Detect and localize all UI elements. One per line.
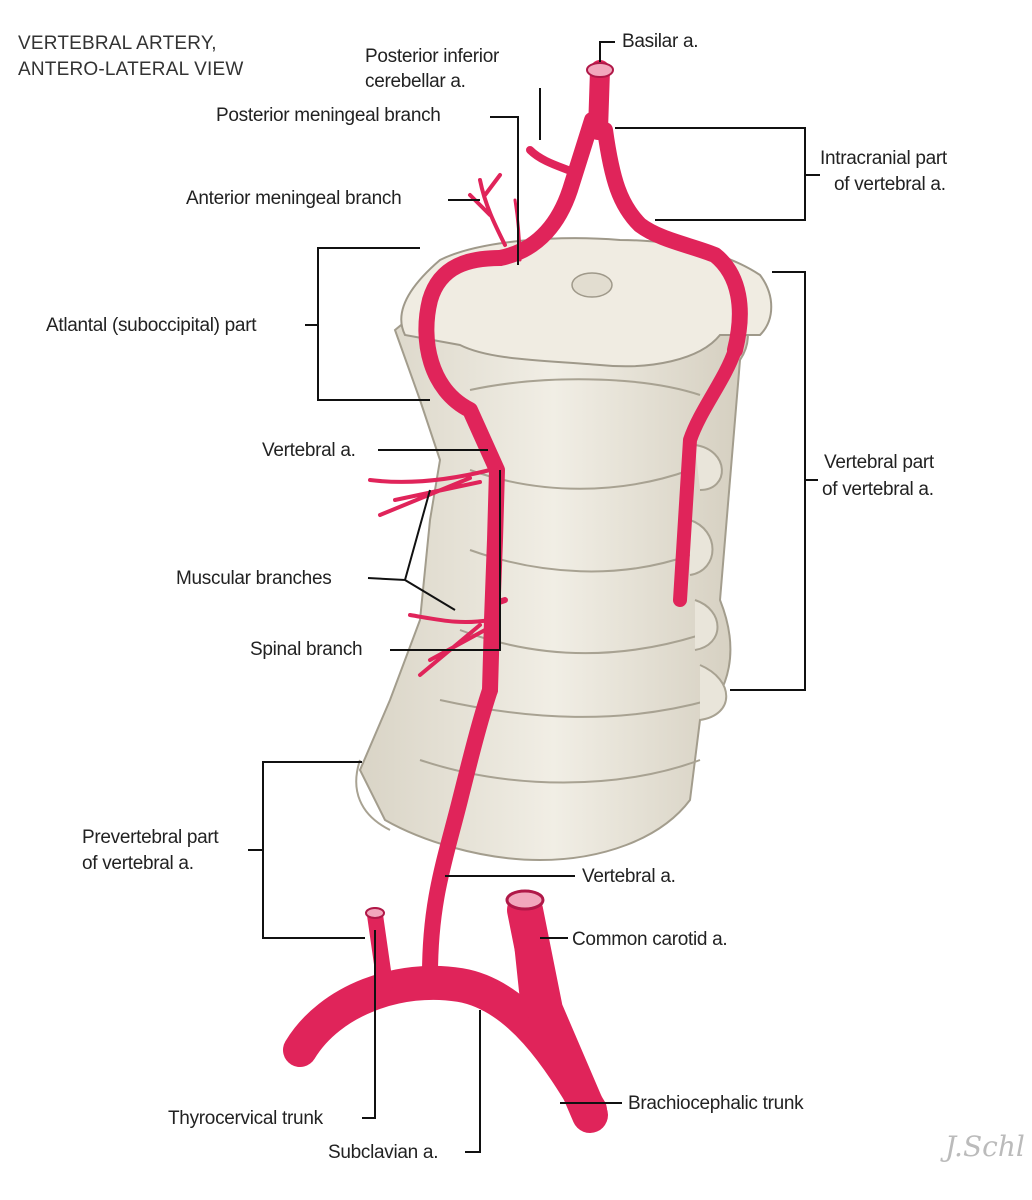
label-muscular-branches: Muscular branches	[176, 568, 332, 589]
artist-signature: J.Schl	[945, 1130, 1025, 1163]
label-atlantal-part: Atlantal (suboccipital) part	[46, 315, 257, 336]
label-vertebral-a-lower: Vertebral a.	[582, 866, 676, 887]
leader-subclavian	[465, 1010, 481, 1153]
label-intracranial-line-2: of vertebral a.	[834, 174, 946, 195]
leader-thyrocervical	[362, 930, 376, 1119]
arteries	[283, 60, 748, 1133]
leader-spinal-hook	[390, 470, 501, 651]
transverse-process-right-low	[694, 599, 719, 651]
common-carotid-vessel	[510, 890, 550, 1015]
title-line-2: ANTERO-LATERAL VIEW	[18, 59, 244, 80]
pica-vessel	[526, 146, 572, 174]
transverse-process-right-mid	[689, 519, 714, 576]
label-brachiocephalic-trunk: Brachiocephalic trunk	[628, 1093, 804, 1114]
label-vertebral-part-line-1: Vertebral part	[824, 452, 934, 473]
leader-basilar	[599, 41, 615, 62]
vertebral-artery-to-basilar	[492, 112, 600, 266]
vertebra-ridge-c2	[469, 378, 701, 396]
bracket-intracranial	[615, 127, 820, 221]
transverse-process-left	[355, 759, 391, 831]
leader-lines	[248, 41, 820, 1153]
dens-tip	[571, 272, 613, 298]
leader-posterior-meningeal	[490, 116, 519, 265]
basilar-opening	[586, 62, 614, 78]
vertebral-artery-right-descent	[673, 343, 742, 607]
label-prevertebral-line-1: Prevertebral part	[82, 827, 219, 848]
vertebral-artery-left-ascent	[418, 250, 508, 698]
label-spinal-branch: Spinal branch	[250, 639, 363, 660]
basilar-artery	[588, 60, 610, 140]
spine-column	[358, 283, 749, 862]
thyrocervical-opening	[365, 907, 385, 919]
cervical-spine	[355, 237, 773, 862]
anterior-meningeal-vessel	[468, 173, 507, 247]
label-pica-line-2: cerebellar a.	[365, 71, 466, 92]
vertebra-ridge-c7	[419, 759, 701, 784]
title-line-1: VERTEBRAL ARTERY,	[18, 33, 217, 54]
leader-muscular	[367, 489, 456, 611]
thyrocervical-vessel	[367, 907, 393, 993]
label-thyrocervical-trunk: Thyrocervical trunk	[168, 1108, 323, 1129]
label-common-carotid: Common carotid a.	[572, 929, 728, 950]
transverse-process-right-c7	[699, 664, 728, 721]
vertebral-artery-prevertebral	[422, 682, 498, 983]
vertebral-artery-right	[597, 122, 748, 358]
common-carotid-opening	[505, 889, 545, 911]
label-basilar: Basilar a.	[622, 31, 699, 52]
label-intracranial-line-1: Intracranial part	[820, 148, 947, 169]
spinal-branch-vessel	[487, 597, 508, 608]
vertebra-ridge-c6	[439, 699, 711, 718]
label-pica-line-1: Posterior inferior	[365, 46, 499, 67]
label-subclavian: Subclavian a.	[328, 1142, 439, 1163]
label-vertebral-a-upper: Vertebral a.	[262, 440, 356, 461]
muscular-branch-upper	[368, 468, 492, 517]
atlas-vertebra	[400, 237, 773, 368]
label-vertebral-part-line-2: of vertebral a.	[822, 479, 934, 500]
label-anterior-meningeal: Anterior meningeal branch	[186, 188, 402, 209]
label-posterior-meningeal: Posterior meningeal branch	[216, 105, 441, 126]
bracket-vertebral-part	[730, 271, 818, 691]
bracket-prevertebral	[248, 761, 365, 939]
bracket-atlantal	[305, 247, 430, 401]
transverse-process-right-upper	[694, 444, 723, 491]
label-prevertebral-line-2: of vertebral a.	[82, 853, 194, 874]
